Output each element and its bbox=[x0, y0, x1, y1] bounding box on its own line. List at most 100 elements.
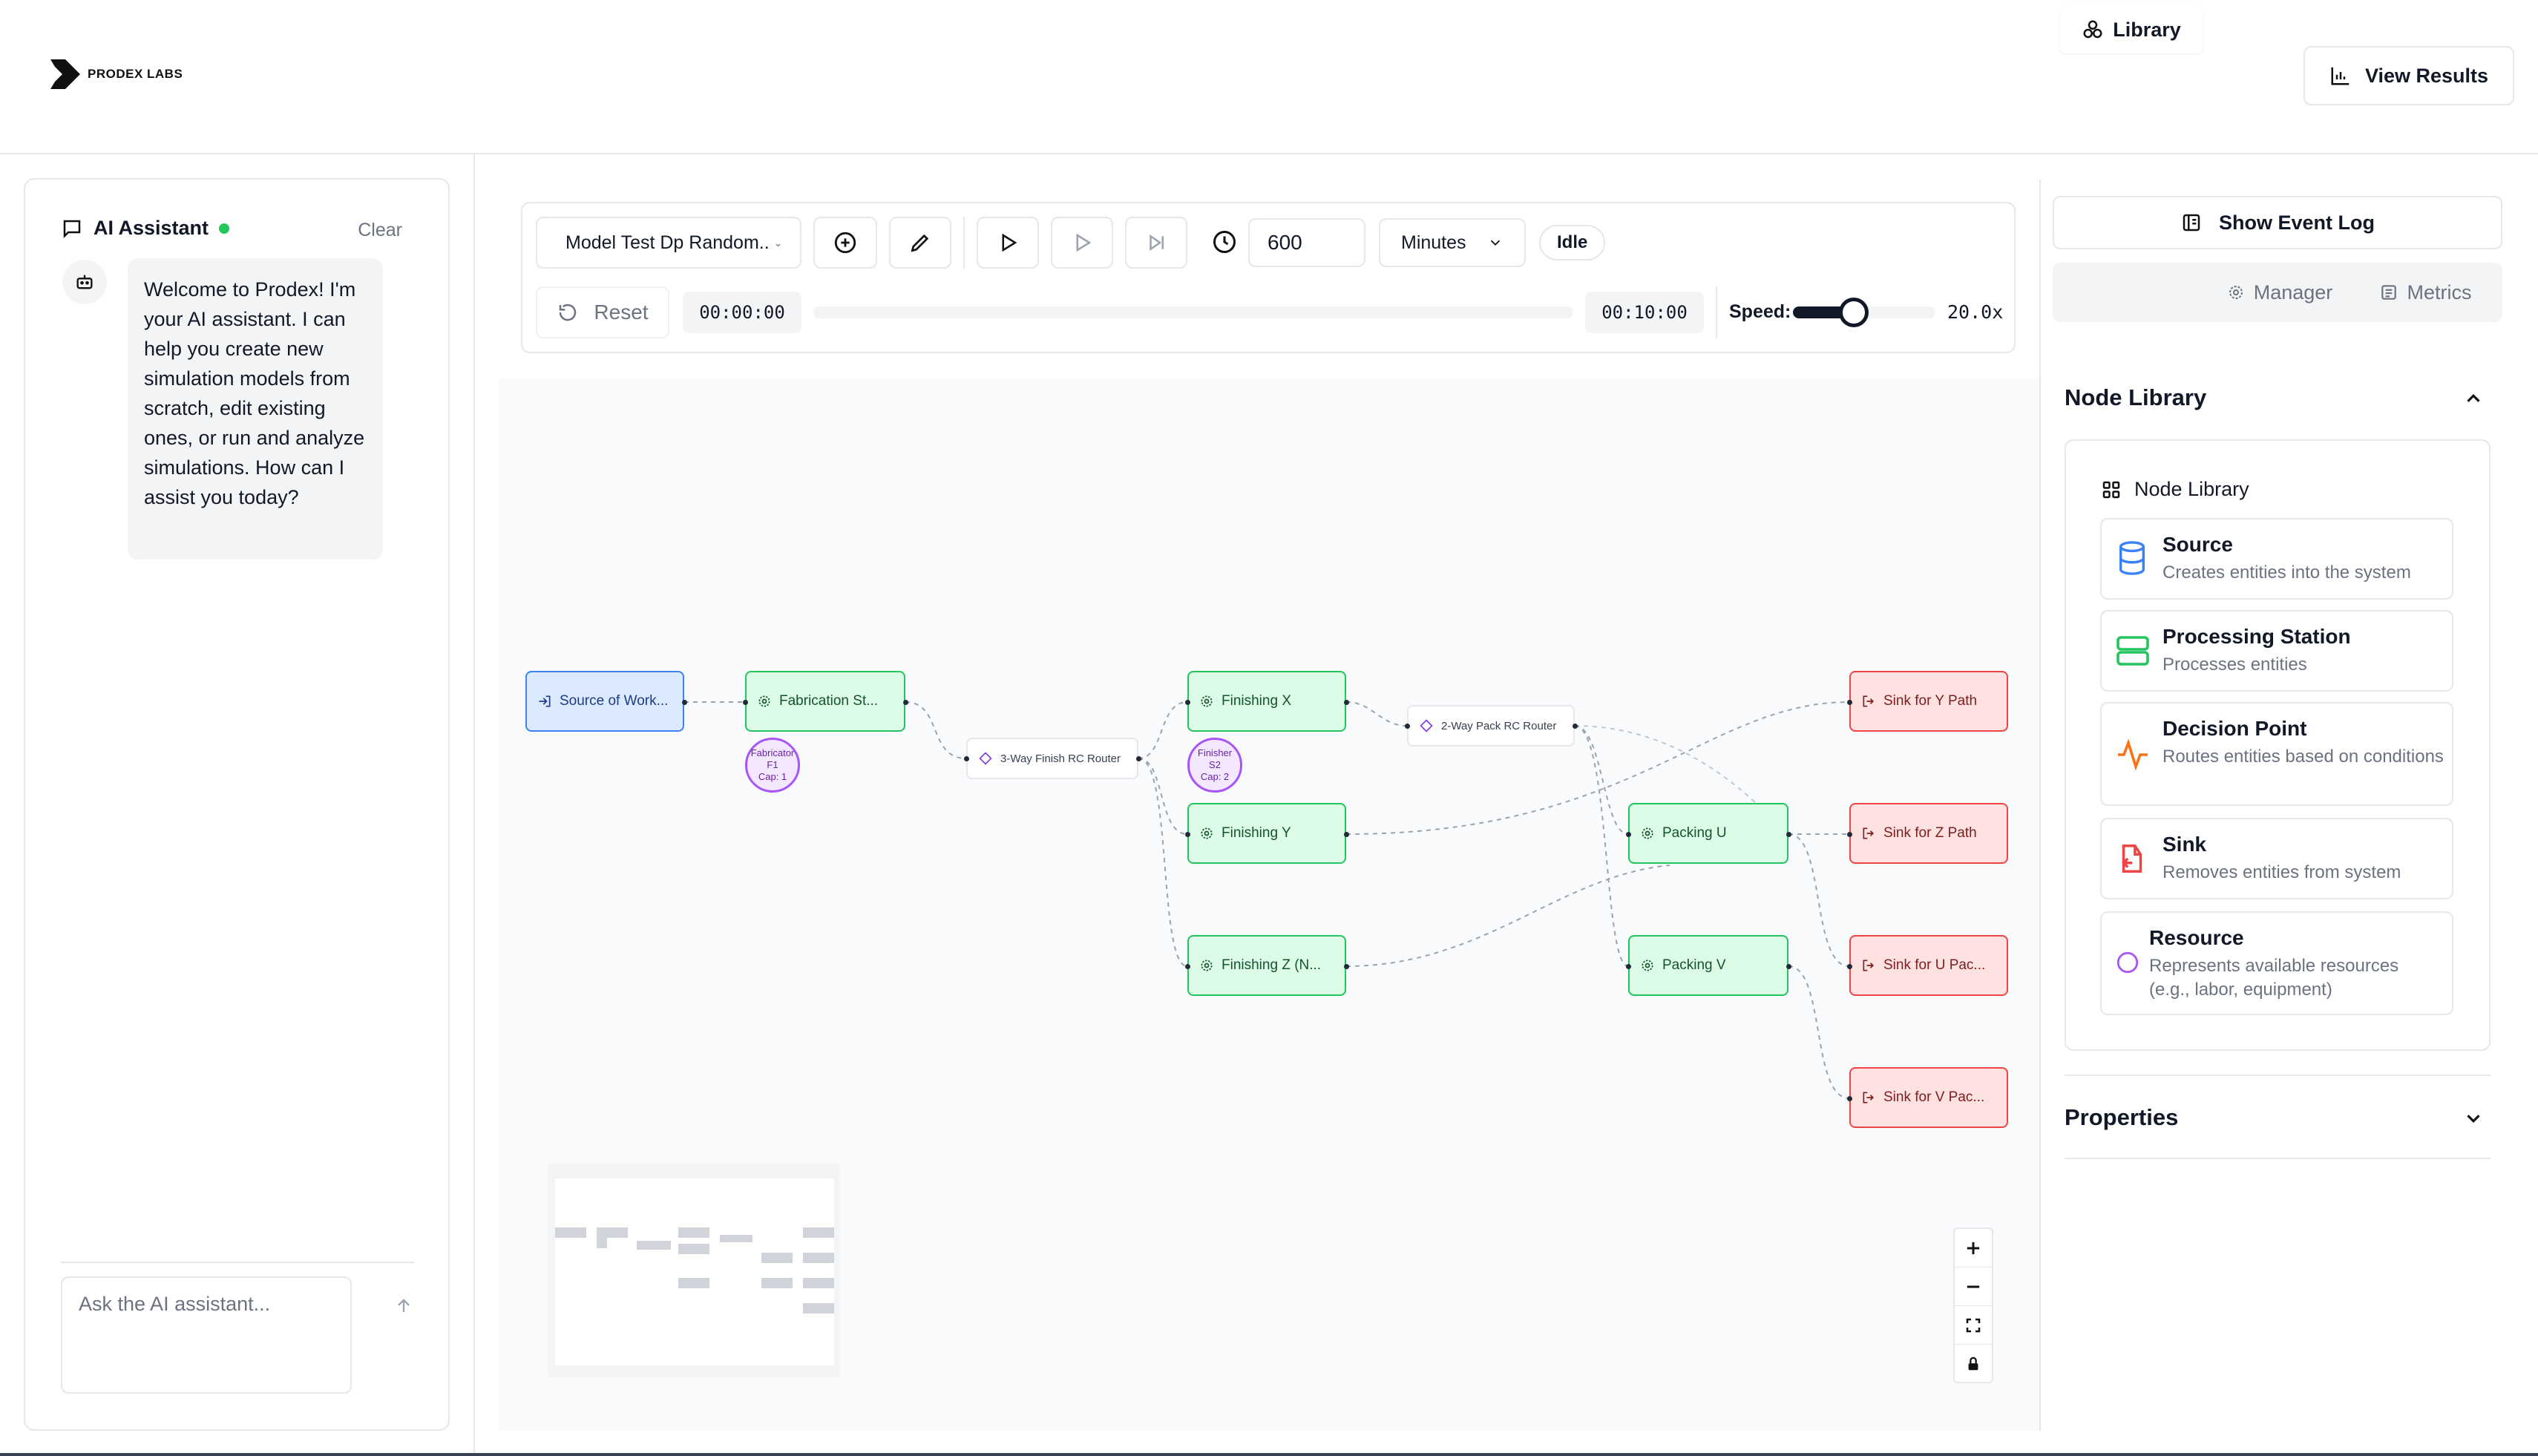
library-item-resource[interactable]: Resource Represents available resources … bbox=[2100, 911, 2453, 1015]
tab-manager[interactable]: Manager bbox=[2209, 269, 2351, 316]
node-sink-v[interactable]: Sink for V Pac... bbox=[1849, 1067, 2008, 1128]
play-button[interactable] bbox=[977, 217, 1039, 269]
library-item-sink[interactable]: Sink Removes entities from system bbox=[2100, 818, 2453, 899]
view-results-button[interactable]: View Results bbox=[2303, 46, 2514, 105]
end-time: 00:10:00 bbox=[1585, 292, 1704, 333]
node-handle[interactable] bbox=[1786, 832, 1791, 837]
clear-chat-button[interactable]: Clear bbox=[358, 220, 402, 240]
play-once-button[interactable] bbox=[1051, 217, 1113, 269]
node-library-header[interactable]: Node Library bbox=[2065, 384, 2207, 410]
lock-button[interactable] bbox=[1955, 1345, 1992, 1383]
resource-finisher[interactable]: Finisher S2 Cap: 2 bbox=[1187, 738, 1242, 793]
node-handle[interactable] bbox=[1847, 1096, 1852, 1101]
edit-button[interactable] bbox=[889, 217, 951, 269]
chat-input[interactable]: Ask the AI assistant... bbox=[61, 1276, 352, 1394]
speed-slider-thumb[interactable] bbox=[1839, 298, 1869, 327]
node-fabrication-station[interactable]: Fabrication St... bbox=[745, 671, 905, 732]
edge bbox=[1345, 701, 1850, 835]
zoom-out-button[interactable] bbox=[1955, 1268, 1992, 1306]
node-handle[interactable] bbox=[1847, 832, 1852, 837]
node-sink-z[interactable]: Sink for Z Path bbox=[1849, 803, 2008, 864]
chevron-up-icon[interactable] bbox=[2462, 387, 2485, 413]
fit-view-button[interactable] bbox=[1955, 1306, 1992, 1345]
node-label: Sink for Z Path bbox=[1883, 825, 1977, 841]
zoom-in-button[interactable] bbox=[1955, 1229, 1992, 1268]
reset-button[interactable]: Reset bbox=[536, 286, 669, 338]
node-sink-u[interactable]: Sink for U Pac... bbox=[1849, 935, 2008, 996]
current-time: 00:00:00 bbox=[683, 292, 801, 333]
node-handle[interactable] bbox=[1573, 724, 1578, 729]
exit-icon bbox=[1863, 1092, 1875, 1104]
node-finishing-y[interactable]: Finishing Y bbox=[1187, 803, 1346, 864]
node-handle[interactable] bbox=[1344, 700, 1349, 705]
node-label: Fabrication St... bbox=[779, 693, 879, 709]
library-item-source[interactable]: Source Creates entities into the system bbox=[2100, 518, 2453, 600]
node-handle[interactable] bbox=[1185, 700, 1190, 705]
exit-icon bbox=[1863, 827, 1875, 839]
node-handle[interactable] bbox=[1344, 964, 1349, 969]
node-finishing-z[interactable]: Finishing Z (N... bbox=[1187, 935, 1346, 996]
exit-icon bbox=[2122, 845, 2142, 873]
node-handle[interactable] bbox=[1786, 964, 1791, 969]
exit-icon bbox=[1863, 960, 1875, 971]
clock-icon bbox=[1211, 229, 1238, 259]
library-item-processing-station[interactable]: Processing Station Processes entities bbox=[2100, 610, 2453, 692]
node-handle[interactable] bbox=[743, 700, 748, 705]
node-handle[interactable] bbox=[1847, 700, 1852, 705]
chevron-down-icon[interactable] bbox=[2462, 1107, 2485, 1133]
node-handle[interactable] bbox=[1405, 724, 1410, 729]
gear-icon bbox=[1642, 960, 1653, 971]
node-handle[interactable] bbox=[903, 700, 908, 705]
model-select[interactable]: Model Test Dp Random.. ⌄ bbox=[536, 217, 801, 269]
node-packing-v[interactable]: Packing V bbox=[1628, 935, 1788, 996]
properties-header[interactable]: Properties bbox=[2065, 1104, 2179, 1130]
node-label: Finishing X bbox=[1222, 693, 1291, 709]
minimap-node bbox=[555, 1227, 586, 1238]
chart-icon bbox=[2331, 67, 2350, 85]
step-button[interactable] bbox=[1125, 217, 1187, 269]
fit-view-icon bbox=[1966, 1318, 1981, 1332]
node-handle[interactable] bbox=[1847, 964, 1852, 969]
node-source[interactable]: Source of Work... bbox=[525, 671, 684, 732]
duration-input[interactable]: 600 bbox=[1248, 218, 1365, 267]
circle-icon bbox=[2116, 951, 2139, 974]
node-handle[interactable] bbox=[1185, 832, 1190, 837]
node-handle[interactable] bbox=[1344, 832, 1349, 837]
resource-capacity: Cap: 2 bbox=[1200, 771, 1230, 782]
gear-icon bbox=[1201, 695, 1213, 707]
status-text: Idle bbox=[1557, 232, 1588, 252]
add-node-button[interactable] bbox=[813, 217, 877, 269]
node-sink-y[interactable]: Sink for Y Path bbox=[1849, 671, 2008, 732]
library-item-decision-point[interactable]: Decision Point Routes entities based on … bbox=[2100, 702, 2453, 806]
send-button[interactable] bbox=[393, 1296, 414, 1320]
edge bbox=[1788, 965, 1850, 1099]
send-icon bbox=[398, 1299, 410, 1313]
bottom-edge bbox=[0, 1453, 2538, 1456]
node-finishing-x[interactable]: Finishing X bbox=[1187, 671, 1346, 732]
reset-icon bbox=[560, 304, 577, 321]
resource-fabricator[interactable]: Fabricator F1 Cap: 1 bbox=[745, 738, 800, 793]
node-handle[interactable] bbox=[1185, 964, 1190, 969]
tab-library[interactable]: Library bbox=[2060, 6, 2203, 53]
node-handle[interactable] bbox=[1136, 756, 1141, 761]
time-unit-select[interactable]: Minutes bbox=[1379, 218, 1526, 267]
exit-icon bbox=[1863, 695, 1875, 707]
node-label: 3-Way Finish RC Router bbox=[1000, 752, 1121, 765]
edge bbox=[1574, 725, 1629, 835]
play-outline-icon bbox=[1076, 233, 1092, 252]
brand-logo[interactable]: PRODEX LABS bbox=[49, 58, 183, 91]
progress-bar[interactable] bbox=[813, 306, 1573, 318]
reset-label: Reset bbox=[594, 301, 649, 324]
tab-metrics[interactable]: Metrics bbox=[2354, 269, 2496, 316]
minimap-viewport[interactable] bbox=[555, 1178, 834, 1365]
resource-name: Finisher bbox=[1197, 747, 1233, 758]
node-handle[interactable] bbox=[1626, 832, 1631, 837]
node-router-pack[interactable]: 2-Way Pack RC Router bbox=[1407, 705, 1575, 747]
node-router-finish[interactable]: 3-Way Finish RC Router bbox=[966, 738, 1138, 779]
node-handle[interactable] bbox=[682, 700, 687, 705]
show-event-log-button[interactable]: Show Event Log bbox=[2053, 196, 2502, 249]
node-handle[interactable] bbox=[964, 756, 969, 761]
node-packing-u[interactable]: Packing U bbox=[1628, 803, 1788, 864]
bot-icon bbox=[76, 275, 93, 289]
node-handle[interactable] bbox=[1626, 964, 1631, 969]
